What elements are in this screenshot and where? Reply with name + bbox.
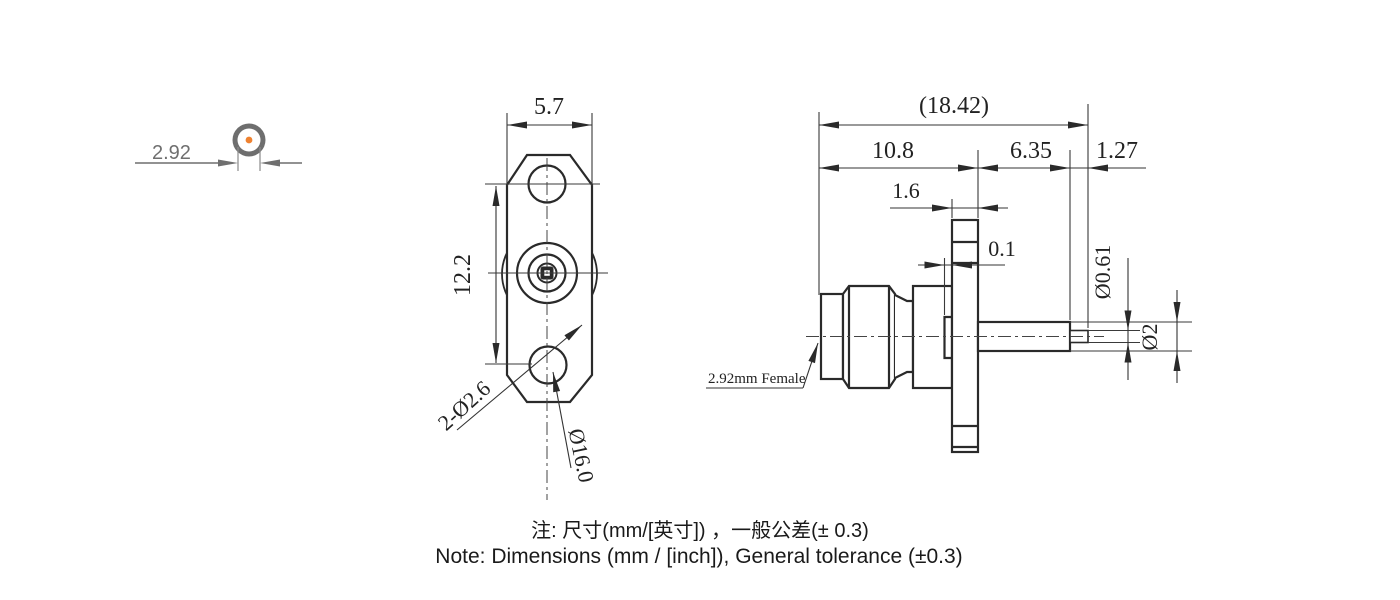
dim-hole-spacing: 12.2	[450, 254, 476, 296]
arrowhead	[218, 159, 238, 167]
cable-cross-section-view: 2.92	[135, 123, 302, 171]
dim-body-length: 10.8	[872, 138, 914, 164]
dim-cable-bore: 2.92	[152, 142, 191, 164]
note-line-en: Note: Dimensions (mm / [inch]), General …	[435, 545, 962, 568]
dim-overall-length: (18.42)	[919, 93, 989, 119]
mounting-hole-bottom	[528, 345, 568, 385]
dim-tube-length: 6.35	[1010, 138, 1052, 164]
dim-flange-dia: Ø16.0	[563, 426, 599, 484]
arrowhead	[260, 159, 280, 167]
interface-label: 2.92mm Female	[708, 371, 806, 387]
dim-pin-dia: Ø0.61	[1090, 245, 1115, 299]
note-line-zh: 注: 尺寸(mm/[英寸]) ，一般公差(± 0.3)	[531, 519, 869, 542]
connector-side-view: (18.42) 10.8 6.35 1.27 1.6 0.1 Ø0.61 Ø2	[706, 93, 1192, 454]
dim-flange-width: 5.7	[534, 94, 564, 120]
hex-body	[841, 284, 897, 390]
dim-boss-height: 0.1	[988, 236, 1016, 261]
notes-block: 注: 尺寸(mm/[英寸]) ，一般公差(± 0.3) Note: Dimens…	[435, 519, 962, 568]
dim-pin-length: 1.27	[1096, 138, 1138, 164]
dim-tube-dia: Ø2	[1137, 324, 1162, 351]
dim-flange-thickness: 1.6	[892, 178, 920, 203]
boss-step	[943, 315, 952, 360]
center-conductor-dot	[245, 136, 253, 144]
flange-front-view: 5.7 12.2 2-Ø2.6 Ø16.0	[433, 94, 608, 500]
